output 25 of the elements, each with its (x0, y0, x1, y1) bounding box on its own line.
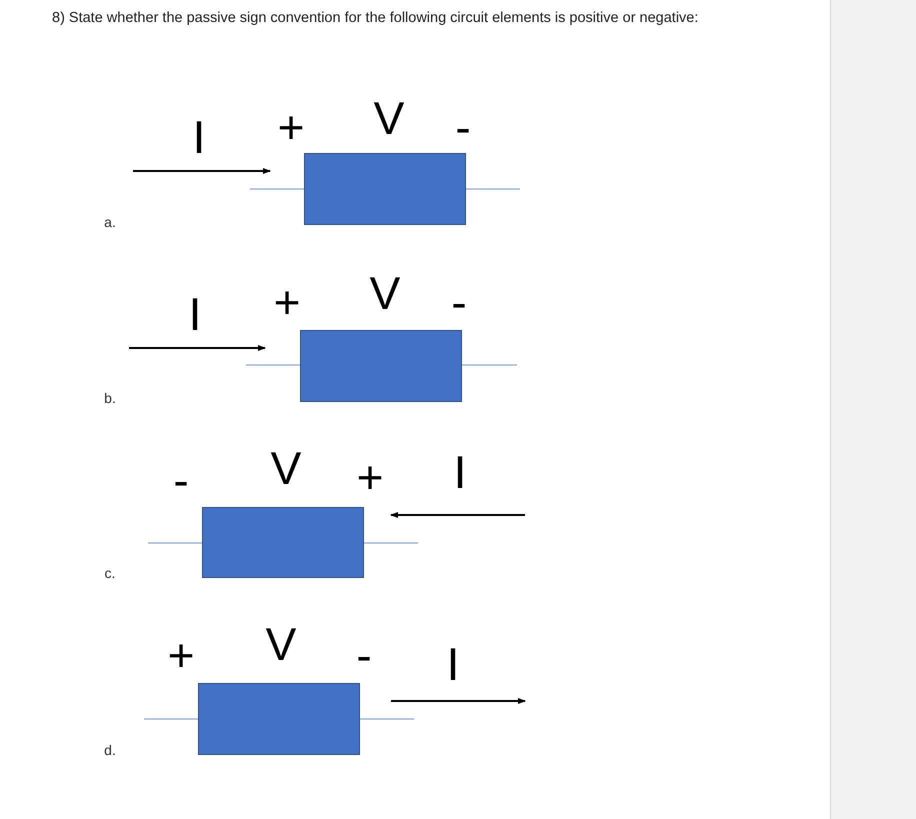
voltage-label: V (270, 445, 302, 491)
circuit-element (198, 683, 360, 755)
polarity-sign: + (168, 632, 194, 678)
voltage-label: V (374, 95, 404, 141)
part-letter: a. (104, 215, 116, 229)
current-label: I (188, 291, 202, 337)
current-label: I (454, 449, 466, 495)
part-letter: b. (104, 391, 116, 405)
polarity-sign: - (455, 104, 471, 150)
circuit-element (202, 507, 364, 578)
circuit-element (300, 330, 462, 402)
part-letter: d. (104, 743, 116, 757)
polarity-sign: + (274, 279, 300, 325)
question-text: 8) State whether the passive sign convention for the following circuit elements is positive or negative: (52, 9, 700, 28)
voltage-label: V (266, 621, 296, 667)
current-label: I (446, 641, 460, 687)
voltage-label: V (370, 270, 400, 316)
polarity-sign: + (278, 104, 304, 150)
polarity-sign: - (451, 279, 467, 325)
polarity-sign: - (356, 632, 372, 678)
polarity-sign: + (356, 454, 384, 500)
current-label: I (192, 114, 206, 160)
polarity-sign: - (173, 457, 189, 503)
circuit-element (304, 153, 466, 225)
part-letter: c. (104, 566, 116, 580)
